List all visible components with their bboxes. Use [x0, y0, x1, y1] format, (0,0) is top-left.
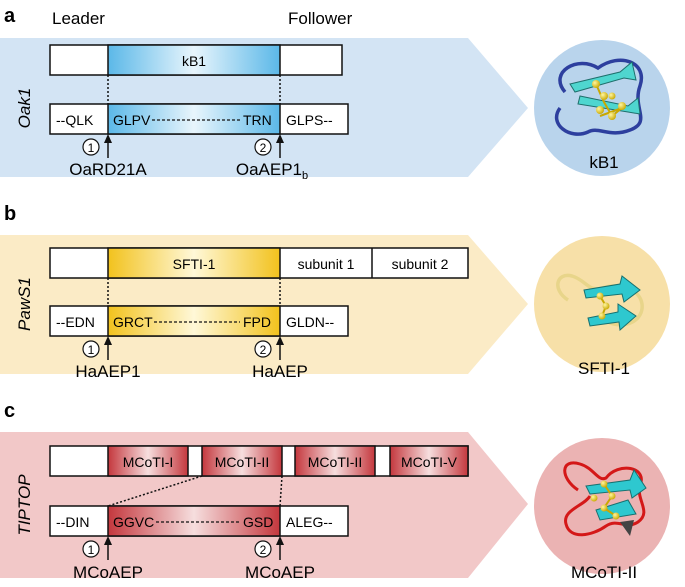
- panel-a-step2-badge: [254, 138, 272, 156]
- panel-c-enzyme2: MCoAEP: [245, 563, 315, 582]
- panel-c-arrowhead-1: [104, 536, 112, 545]
- panel-a-letter: a: [4, 5, 16, 27]
- panel-c-domain-4-label: MCoTI-V: [401, 454, 458, 470]
- panel-a-domain-label: kB1: [182, 53, 206, 69]
- panel-c-arrowhead-2: [276, 536, 284, 545]
- panel-a-domain: [107, 44, 281, 76]
- panel-c-seq-mid-end: GSD: [243, 514, 273, 530]
- panel-b-seq-mid-end: FPD: [243, 314, 271, 330]
- panel-b-seq-left: --EDN: [56, 314, 95, 330]
- panel-a-structure-label: kB1: [589, 153, 618, 172]
- panel-c-enzyme1: MCoAEP: [73, 563, 143, 582]
- panel-a-sequence-core: [107, 103, 281, 135]
- panel-b-step2-number: 2: [260, 343, 267, 357]
- panel-b-subunit-1: subunit 1: [298, 256, 355, 272]
- panel-a-enzyme2: OaAEP1b: [236, 160, 308, 182]
- follower-label: Follower: [288, 9, 353, 28]
- kb1-structure-icon: [554, 58, 644, 136]
- panel-a-enzyme1: OaRD21A: [69, 160, 147, 179]
- panel-c-step2-number: 2: [260, 543, 267, 557]
- panel-b-enzyme2: HaAEP: [252, 362, 308, 381]
- panel-a-step2-number: 2: [260, 141, 267, 155]
- panel-b-domain-label: SFTI-1: [173, 256, 216, 272]
- panel-b-structure-label: SFTI-1: [578, 359, 630, 378]
- panel-b-seq-right: GLDN--: [286, 314, 335, 330]
- panel-b-seq-mid-start: GRCT: [113, 314, 153, 330]
- sfti1-structure-icon: [556, 273, 644, 331]
- panel-c-structure-label: MCoTI-II: [571, 563, 637, 582]
- panel-a-seq-mid-start: GLPV: [113, 112, 151, 128]
- panel-c-step1-badge: [82, 540, 100, 558]
- panel-c: c TIPTOP MCoTI-I MCoTI-II MCoTI-II MCoTI…: [0, 400, 670, 582]
- panel-a-seq-mid-end: TRN: [243, 112, 272, 128]
- panel-b-step2-badge: [254, 340, 272, 358]
- panel-c-domain-1-label: MCoTI-I: [123, 454, 174, 470]
- panel-b-arrowhead-2: [276, 336, 284, 345]
- panel-c-domain-2: [201, 445, 283, 477]
- panel-c-letter: c: [4, 400, 15, 422]
- panel-c-seq-mid-start: GGVC: [113, 514, 154, 530]
- panel-c-step2-badge: [254, 540, 272, 558]
- panel-c-dotted-link-right: [279, 475, 283, 507]
- panel-c-step1-number: 1: [88, 543, 95, 557]
- panel-b-enzyme1: HaAEP1: [75, 362, 140, 381]
- panel-b-arrowhead-1: [104, 336, 112, 345]
- panel-a-arrowhead-1: [104, 134, 112, 143]
- panel-c-domain-4: [389, 445, 469, 477]
- panel-b-letter: b: [4, 203, 16, 225]
- panel-c-domain-2-label: MCoTI-II: [215, 454, 269, 470]
- panel-c-domain-1: [107, 445, 189, 477]
- panel-b-structure-circle: [534, 236, 670, 372]
- leader-label: Leader: [52, 9, 105, 28]
- panel-a-step1-badge: [82, 138, 100, 156]
- panel-a-seq-left: --QLK: [56, 112, 94, 128]
- panel-c-domain-3-label: MCoTI-II: [308, 454, 362, 470]
- panel-b: b PawS1 SFTI-1 subunit 1 subunit 2 --EDN…: [0, 203, 670, 381]
- panel-b-step1-badge: [82, 340, 100, 358]
- panel-a-gene-label: Oak1: [15, 88, 34, 129]
- panel-a-step1-number: 1: [88, 141, 95, 155]
- panel-b-sequence-core: [107, 305, 281, 337]
- panel-b-gene-label: PawS1: [15, 277, 34, 331]
- panel-a-arrowhead-2: [276, 134, 284, 143]
- panel-b-step1-number: 1: [88, 343, 95, 357]
- panel-a-seq-right: GLPS--: [286, 112, 333, 128]
- panel-c-seq-right: ALEG--: [286, 514, 333, 530]
- panel-c-dotted-link-left: [107, 475, 203, 507]
- panel-c-seq-left: --DIN: [56, 514, 89, 530]
- mcoti2-structure-icon: [563, 461, 647, 537]
- panel-c-sequence-core: [107, 505, 281, 537]
- panel-b-subunit-2: subunit 2: [392, 256, 449, 272]
- panel-b-domain: [107, 247, 281, 279]
- panel-a: a Oak1 kB1 --QLK GLPV TRN GLPS-- 1 2 OaR…: [0, 5, 670, 182]
- panel-c-domain-3: [294, 445, 376, 477]
- panel-c-gene-label: TIPTOP: [15, 474, 34, 536]
